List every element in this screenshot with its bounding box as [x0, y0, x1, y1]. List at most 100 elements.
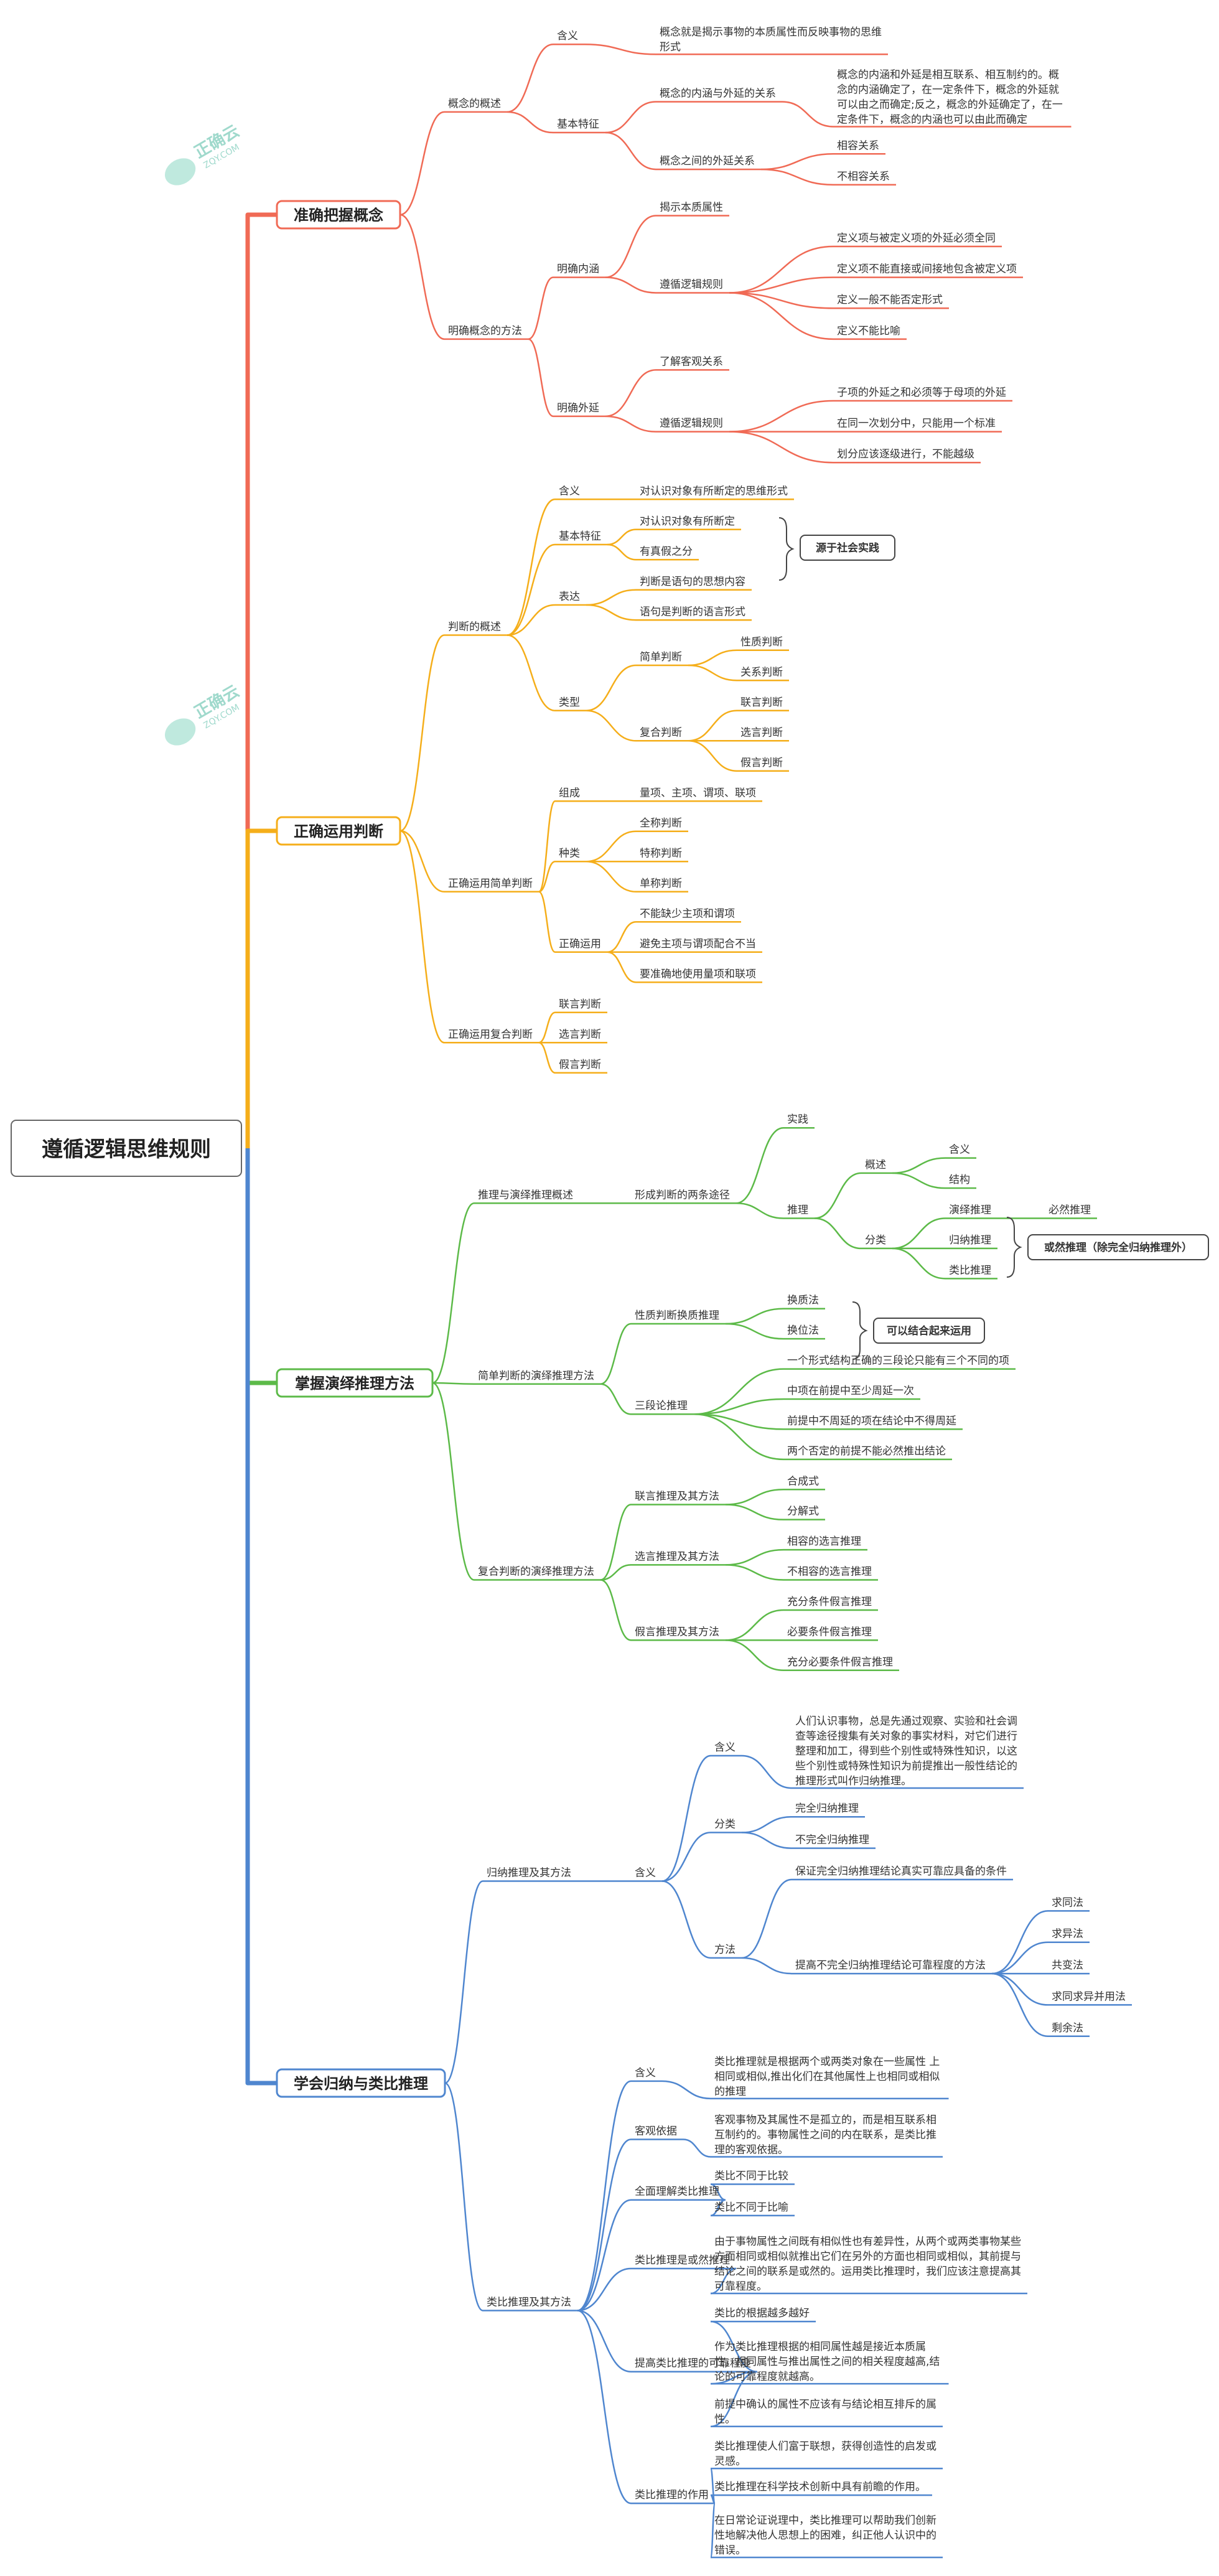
- connector-curve: [741, 1832, 792, 1849]
- connector-curve: [892, 1157, 946, 1174]
- node-label: 共变法: [1052, 1959, 1083, 1972]
- node-label: 实践: [787, 1113, 808, 1126]
- mind-map-node: 作为类比推理根据的相同属性越是接近本质属性，相同属性与推出属性之间的相关程度越高…: [714, 2341, 940, 2383]
- node-label: 表达: [559, 591, 580, 603]
- node-label: 概念的内涵和外延是相互联系、相互制约的。概: [837, 68, 1059, 81]
- connector-curve: [892, 1172, 946, 1189]
- mind-map-node: 种类: [559, 847, 580, 859]
- node-label: 换质法: [787, 1295, 819, 1307]
- node-label: 作为类比推理根据的相同属性越是接近本质属: [714, 2341, 926, 2353]
- mind-map-node: 相容关系: [837, 139, 879, 152]
- mind-map-node: 充分必要条件假言推理: [787, 1656, 893, 1669]
- mind-map-node: 含义: [635, 2067, 656, 2079]
- callout-text: 可以结合起来运用: [887, 1324, 971, 1337]
- node-label: 定义项不能直接或间接地包含被定义项: [837, 263, 1017, 276]
- node-label: 概念就是揭示事物的本质属性而反映事物的思维: [660, 26, 882, 39]
- mind-map-node: 类比推理是或然推理: [635, 2254, 730, 2267]
- node-label: 前提中不周延的项在结论中不得周延: [787, 1415, 956, 1427]
- connector-curve: [507, 543, 556, 636]
- mind-map-node: 类比不同于比喻: [714, 2201, 788, 2214]
- node-label: 推理: [787, 1204, 808, 1216]
- node-label: 类比不同于比喻: [714, 2201, 788, 2214]
- node-label: 方法: [714, 1944, 736, 1956]
- mind-map-node: 完全归纳推理: [795, 1802, 859, 1815]
- node-label: 性质判断换质推理: [635, 1309, 719, 1322]
- connector-curve: [586, 589, 637, 606]
- mind-map-node: 由于事物属性之间既有相似性也有差异性，从两个或两类事物某些方面相同或相似就推出它…: [714, 2236, 1021, 2293]
- mind-map-node: 概念的概述: [448, 97, 501, 110]
- connector-curve: [725, 1548, 784, 1566]
- mind-map-node: 定义一般不能否定形式: [837, 294, 943, 306]
- node-label: 假言判断: [740, 757, 783, 769]
- mind-map-node: 全面理解类比推理: [635, 2186, 719, 2198]
- mind-map-node: 选言推理及其方法: [635, 1550, 719, 1563]
- callout-text: 或然推理（除完全归纳推理外）: [1044, 1241, 1192, 1254]
- section-node: 正确运用判断: [276, 816, 401, 846]
- node-label: 假言判断: [559, 1059, 601, 1071]
- node-label: 明确概念的方法: [448, 324, 522, 337]
- node-label: 复合判断的演绎推理方法: [478, 1566, 594, 1578]
- node-label: 分解式: [787, 1506, 819, 1518]
- node-label: 可以由之而确定;反之，概念的外延确定了，在一: [837, 98, 1063, 111]
- callout-combined-use: 可以结合起来运用: [852, 1301, 985, 1360]
- node-label: 方面相同或相似就推出它们在另外的方面也相同或相似，其前提与: [714, 2250, 1021, 2263]
- mind-map-node: 两个否定的前提不能必然推出结论: [787, 1445, 946, 1458]
- connector-curve: [991, 1972, 1049, 2038]
- connector-curve: [507, 634, 556, 711]
- node-label: 求同法: [1052, 1896, 1083, 1909]
- connector-curve: [528, 276, 554, 340]
- node-label: 对认识对象有所断定: [640, 515, 735, 528]
- connector-curve: [991, 1972, 1049, 2006]
- node-label: 论的可靠程度就越高。: [714, 2371, 820, 2383]
- node-label: 联言判断: [740, 696, 783, 709]
- connector-curve: [991, 1910, 1049, 1975]
- mind-map-node: 前提中不周延的项在结论中不得周延: [787, 1415, 956, 1427]
- mind-map-node: 明确外延: [557, 402, 599, 415]
- callout-text: 源于社会实践: [816, 541, 879, 555]
- connector-curve: [892, 1247, 946, 1280]
- mind-map-node: 在同一次划分中，只能用一个标准: [837, 418, 996, 430]
- connector-curve: [607, 951, 637, 983]
- node-label: 语句是判断的语言形式: [640, 606, 745, 618]
- connector-curve: [584, 43, 656, 55]
- node-label: 求同求异并用法: [1052, 1990, 1126, 2003]
- mind-map-node: 充分条件假言推理: [787, 1596, 872, 1608]
- connector-curve: [600, 1579, 632, 1641]
- node-label: 必然推理: [1049, 1204, 1091, 1216]
- mind-map-node: 量项、主项、谓项、联项: [640, 787, 756, 799]
- connector-curve: [607, 921, 637, 953]
- mind-map-node: 类型: [559, 696, 580, 709]
- connector-curve: [661, 1880, 711, 1959]
- node-label: 必要条件假言推理: [787, 1626, 872, 1638]
- section-box: [276, 1368, 434, 1398]
- mind-map-node: 三段论推理: [635, 1400, 688, 1412]
- connector-curve: [586, 664, 637, 711]
- node-label: 性，相同属性与推出属性之间的相关程度越高,结: [714, 2356, 940, 2368]
- node-label: 概念之间的外延关系: [660, 154, 755, 167]
- mind-map-node: 单称判断: [640, 878, 682, 890]
- node-label: 整理和加工，得到些个别性或特殊性知识，以这: [795, 1745, 1017, 1758]
- connector-curve: [600, 1323, 632, 1385]
- connector-curve: [760, 153, 834, 171]
- mind-map-node: 假言判断: [740, 757, 783, 769]
- mind-map-node: 要准确地使用量项和联项: [640, 967, 756, 980]
- node-label: 全称判断: [640, 817, 682, 830]
- connector-curve: [683, 2138, 711, 2158]
- node-label: 子项的外延之和必须等于母项的外延: [837, 386, 1006, 399]
- connector-curve: [710, 2371, 758, 2427]
- watermark-logo: 正确云 ZQY.COM: [164, 681, 243, 746]
- node-label: 理的客观依据。: [714, 2143, 788, 2156]
- mind-map-node: 概念的内涵和外延是相互联系、相互制约的。概念的内涵确定了，在一定条件下，概念的外…: [837, 68, 1063, 126]
- connector-curve: [577, 2267, 632, 2311]
- connector-curve: [892, 1217, 946, 1250]
- connector-curve: [814, 1172, 862, 1219]
- connector-curve: [399, 111, 445, 216]
- node-label: 中项在前提中至少周延一次: [787, 1385, 914, 1397]
- connector-curve: [444, 1880, 483, 2084]
- node-label: 类比推理: [949, 1264, 991, 1276]
- connector-curve: [741, 1815, 792, 1834]
- node-label: 求异法: [1052, 1928, 1083, 1941]
